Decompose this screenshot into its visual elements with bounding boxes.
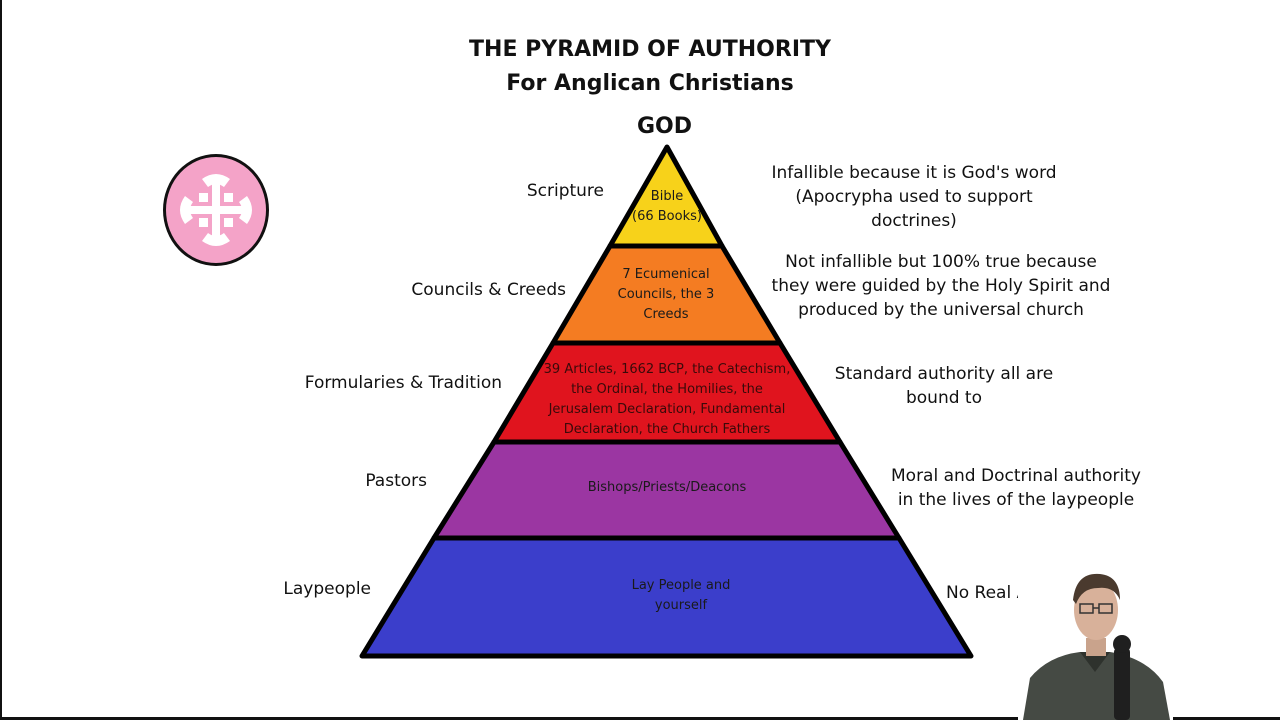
tier-text-formularies: 39 Articles, 1662 BCP, the Catechism,the… (543, 362, 791, 437)
label-formularies-tradition: Formularies & Tradition (304, 373, 502, 393)
apex-label: GOD (637, 114, 693, 139)
tier-text-pastors: Bishops/Priests/Deacons (587, 480, 747, 495)
label-pastors: Pastors (365, 471, 427, 491)
desc-scripture: Infallible because it is God's word(Apoc… (771, 163, 1057, 231)
presenter-image (1018, 560, 1173, 720)
presenter-webcam (1018, 560, 1173, 720)
tier-laypeople (359, 535, 974, 659)
tier-text-scripture: Bible(66 Books) (632, 189, 702, 224)
page-title: THE PYRAMID OF AUTHORITY (469, 37, 831, 62)
label-laypeople: Laypeople (283, 579, 371, 599)
label-councils-creeds: Councils & Creeds (411, 280, 566, 300)
label-scripture: Scripture (526, 181, 604, 201)
anglican-cross-icon (163, 154, 269, 266)
cross-glyph (180, 174, 252, 246)
page-subtitle: For Anglican Christians (506, 71, 794, 96)
